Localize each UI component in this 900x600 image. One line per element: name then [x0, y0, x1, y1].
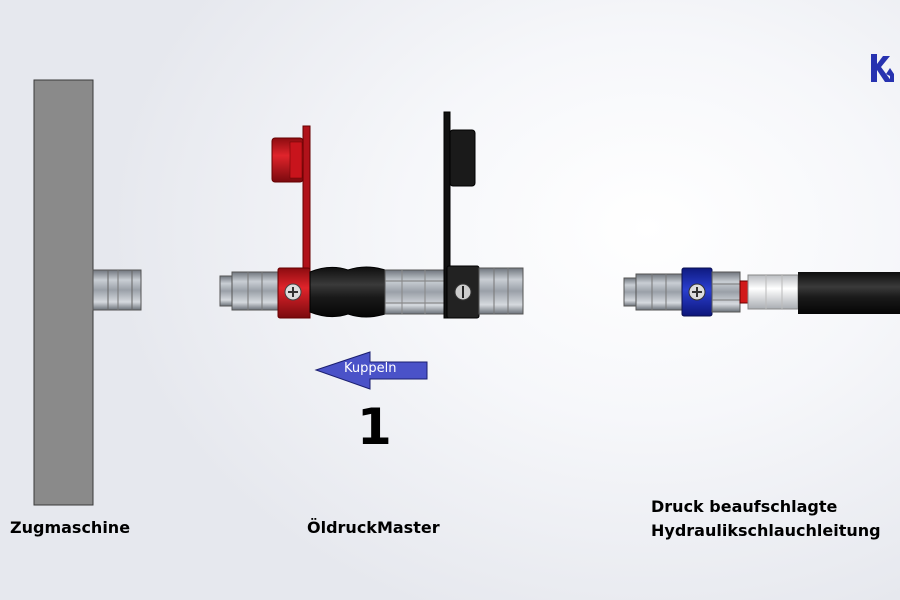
hose-plug [623, 273, 683, 311]
red-seal-ring [739, 280, 749, 304]
label-oeldruckmaster: ÖldruckMaster [307, 518, 440, 537]
kuppeln-arrow [314, 351, 428, 390]
label-tractor: Zugmaschine [10, 518, 131, 537]
step-number: 1 [357, 398, 392, 456]
blue-sleeve [681, 267, 713, 317]
label-hose-line2: Hydraulikschlauchleitung [651, 521, 881, 540]
tractor-coupling-socket [92, 269, 142, 311]
device-right-socket [478, 267, 524, 315]
red-sleeve [277, 267, 311, 319]
device-left-plug [219, 271, 281, 311]
pressurized-hose-assembly [623, 267, 900, 317]
black-sleeve [446, 265, 480, 319]
label-hose: Druck beaufschlagte Hydraulikschlauchlei… [651, 495, 881, 543]
hydraulic-hose [798, 272, 900, 314]
hex-body [384, 269, 448, 315]
black-dust-cap [443, 111, 476, 319]
km-logo-icon [871, 54, 894, 82]
hex-nut [711, 271, 741, 313]
red-dust-cap [271, 125, 311, 319]
hose-crimp-fitting [747, 274, 799, 310]
oeldruckmaster-device [219, 111, 524, 319]
tractor-wall [33, 79, 94, 506]
rubber-grip [309, 266, 386, 318]
label-hose-line1: Druck beaufschlagte [651, 497, 838, 516]
arrow-label: Kuppeln [344, 361, 397, 376]
